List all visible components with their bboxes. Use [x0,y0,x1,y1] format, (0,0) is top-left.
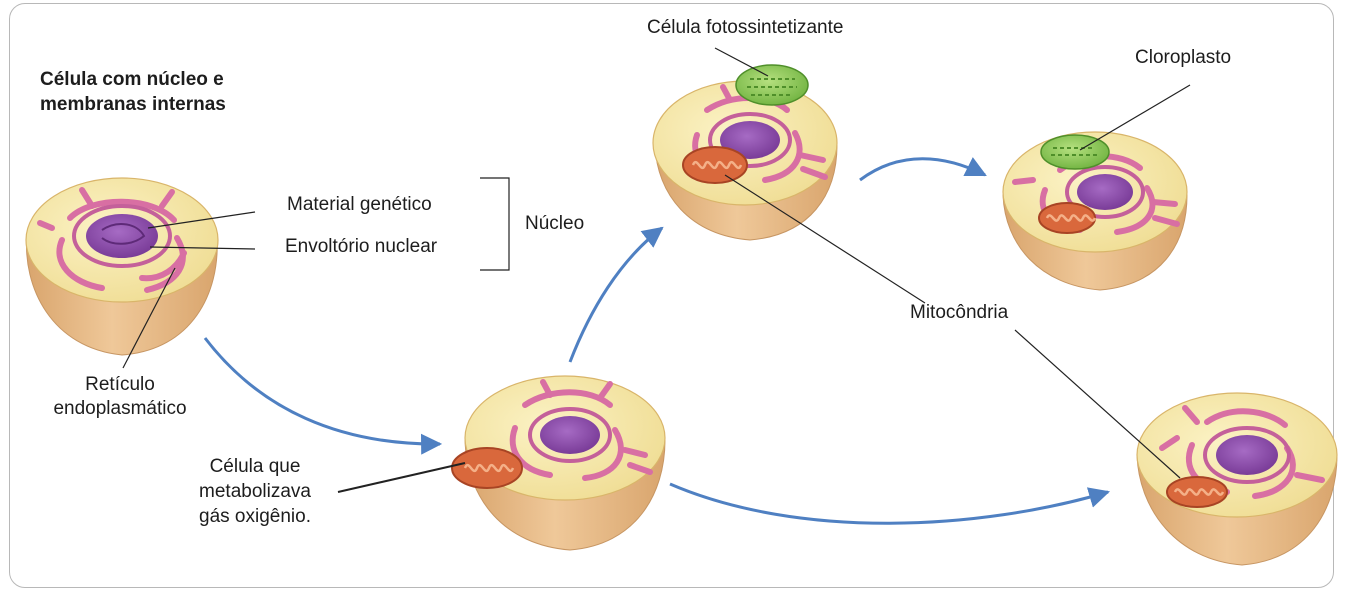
arrow-engulfing-to-heterotrophic [669,482,1111,525]
nucleo-bracket [480,177,510,271]
host-genetic-material [101,223,146,245]
arrow-engulfing-to-mito-cell [568,226,664,363]
label-cloroplasto: Cloroplasto [1135,47,1232,68]
label-celula-que-line-2: metabolizava [199,481,311,502]
mitochondrion [1038,202,1097,234]
label-celula-que-line-3: gás oxigênio. [199,506,311,527]
arrows [203,157,1111,525]
leader-cloroplasto [1079,84,1191,151]
label-material-genetico: Material genético [287,194,432,215]
host-nucleus [86,214,158,258]
label-celula-fotossintetizante: Célula fotossintetizante [647,17,844,38]
engulfing-cell [451,375,666,551]
engulfing-reticulum [509,379,653,481]
mitochondrion [1166,476,1228,508]
heterotrophic-cell [1136,392,1338,566]
label-mitocondria: Mitocôndria [910,302,1009,323]
leader-envoltorio [149,246,256,250]
arrow-host-to-engulfing [203,337,443,455]
title-line-2: membranas internas [40,94,226,115]
label-envoltorio-nuclear: Envoltório nuclear [285,236,438,257]
diagram-frame [9,3,1334,588]
chloroplast [1040,134,1110,170]
photosynthetic-cell [1002,131,1188,291]
leader-fotossintetizante [714,47,769,77]
label-reticulo-line-1: Retículo [85,374,155,395]
leader-celula-que [337,462,466,493]
label-celula-que-line-1: Célula que [209,456,301,477]
leader-material-genetico [147,211,256,229]
cell-with-mitochondrion [652,64,838,241]
host-reticulum [37,187,187,293]
label-reticulo-line-2: endoplasmático [53,398,187,419]
leader-mito-cell5 [1014,329,1181,479]
label-nucleo: Núcleo [525,213,585,234]
title-line-1: Célula com núcleo e [40,69,224,90]
engulfed-chloroplast [735,64,809,106]
leader-reticulo [122,267,176,369]
arrow-mito-cell-to-photosynthetic [859,157,987,182]
leader-mito-cell3 [724,174,926,304]
mitochondrion [682,146,748,184]
host-nuclear-envelope [72,204,172,268]
leader-lines [122,47,1191,493]
host-cell [25,177,219,356]
engulfed-mitochondrion [451,447,523,489]
